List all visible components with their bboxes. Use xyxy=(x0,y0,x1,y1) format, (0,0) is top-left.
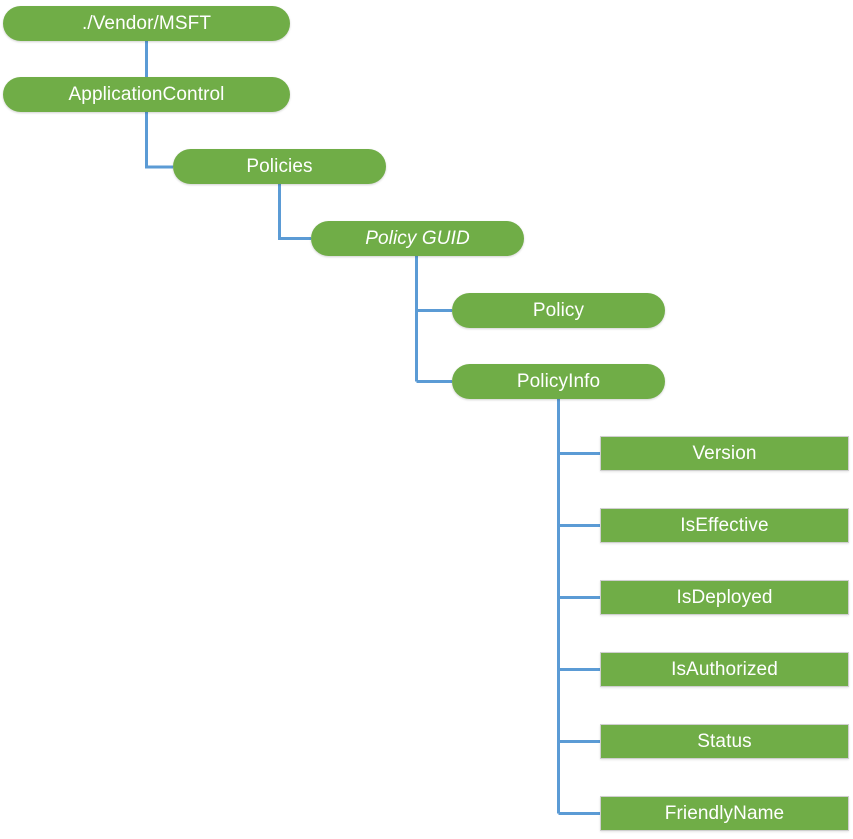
node-label: Policies xyxy=(246,156,313,177)
node-label: Policy GUID xyxy=(365,228,470,249)
edge-applicationcontrol-policies xyxy=(145,112,173,169)
node-is-effective[interactable]: IsEffective xyxy=(600,508,849,543)
node-policy-guid[interactable]: Policy GUID xyxy=(311,221,524,256)
node-label: Status xyxy=(697,731,752,752)
node-label: ApplicationControl xyxy=(68,84,225,105)
node-is-authorized[interactable]: IsAuthorized xyxy=(600,652,849,687)
node-label: ./Vendor/MSFT xyxy=(81,13,212,34)
node-label: IsAuthorized xyxy=(671,659,778,680)
node-version[interactable]: Version xyxy=(600,436,849,471)
node-label: FriendlyName xyxy=(664,803,785,824)
node-policies[interactable]: Policies xyxy=(173,149,386,184)
node-is-deployed[interactable]: IsDeployed xyxy=(600,580,849,615)
node-label: Policy xyxy=(532,300,585,321)
node-policy-info[interactable]: PolicyInfo xyxy=(452,364,665,399)
node-vendor-msft[interactable]: ./Vendor/MSFT xyxy=(3,6,290,41)
node-label: IsEffective xyxy=(680,515,769,536)
node-label: PolicyInfo xyxy=(516,371,601,392)
node-friendly-name[interactable]: FriendlyName xyxy=(600,796,849,831)
edge-policies-policyguid xyxy=(278,184,311,240)
node-label: IsDeployed xyxy=(676,587,773,608)
node-application-control[interactable]: ApplicationControl xyxy=(3,77,290,112)
node-label: Version xyxy=(692,443,757,464)
node-policy[interactable]: Policy xyxy=(452,293,665,328)
node-status[interactable]: Status xyxy=(600,724,849,759)
